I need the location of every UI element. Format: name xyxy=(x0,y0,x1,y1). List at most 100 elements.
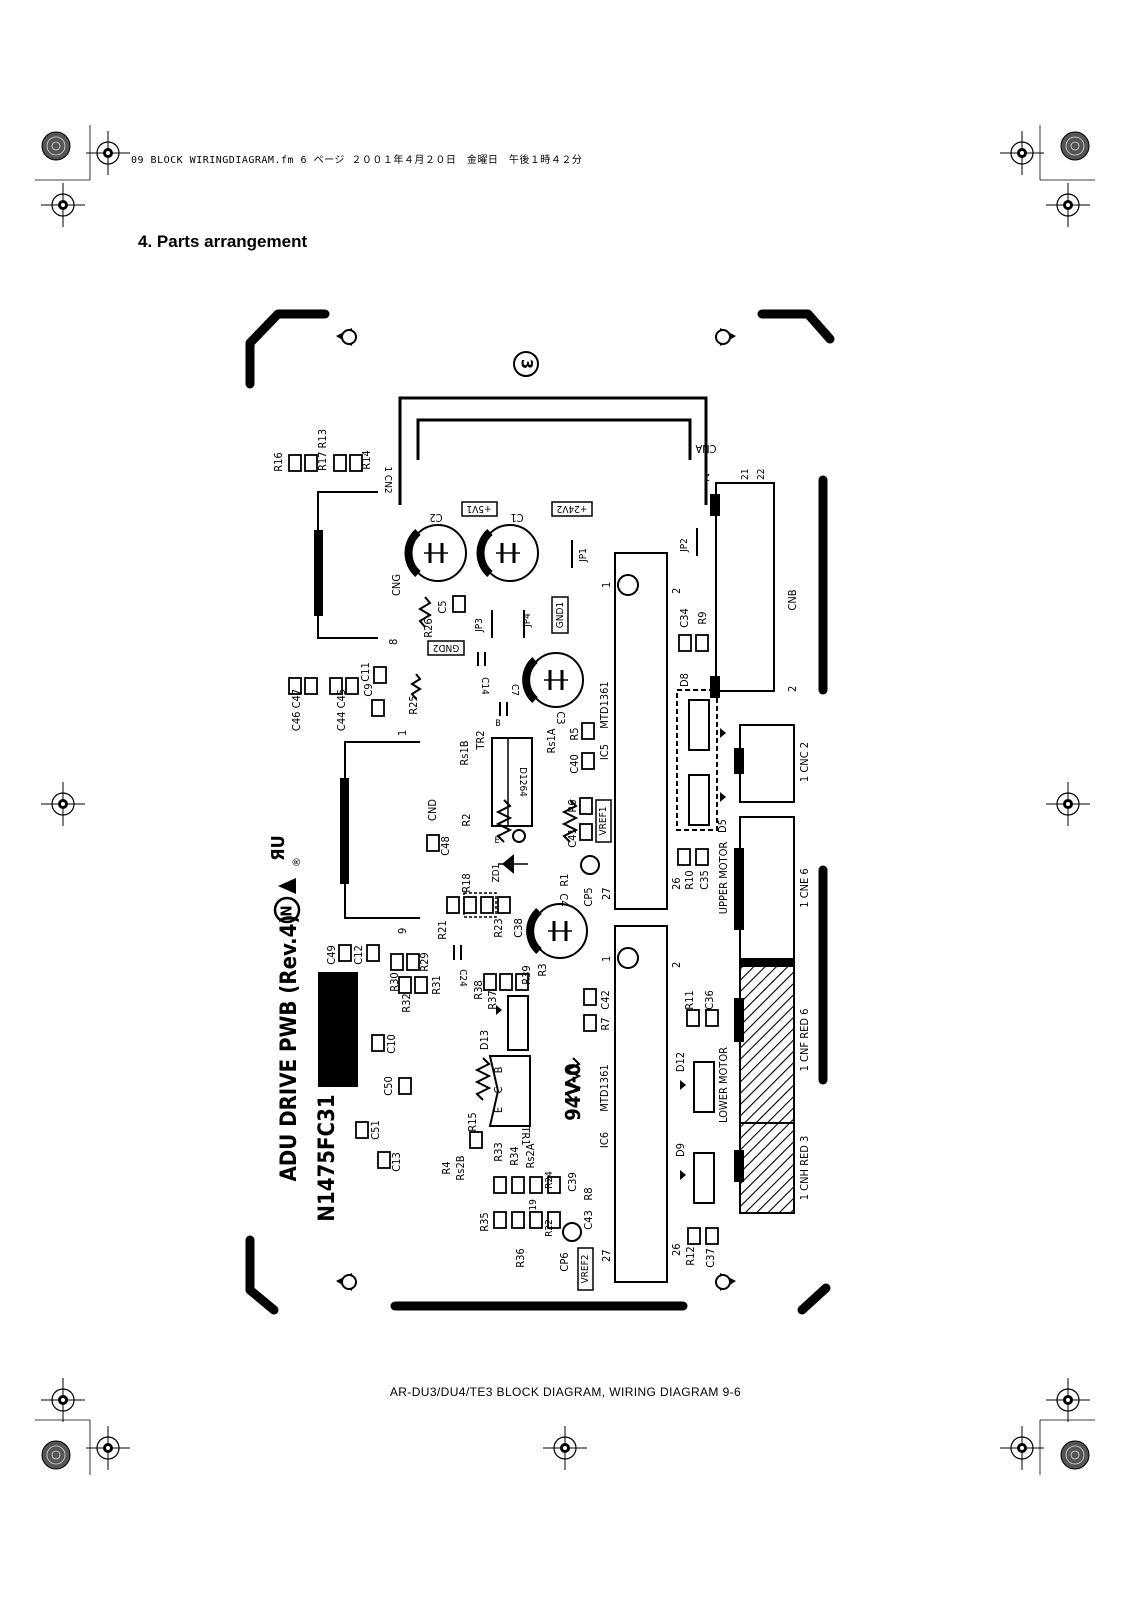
diode-d9 xyxy=(693,1152,715,1204)
label-plus24v2: +24V2 xyxy=(557,503,588,514)
registration-sun-icon xyxy=(41,131,71,161)
diode-d5 xyxy=(688,774,710,826)
label-c51: C51 xyxy=(369,1120,382,1140)
ceramic-cap-c24 xyxy=(453,945,462,960)
registration-cross-icon xyxy=(1045,781,1091,827)
ic5-pin1-mark xyxy=(617,574,639,596)
label-gnd2: GND2 xyxy=(433,642,459,653)
pad-c35 xyxy=(695,848,709,866)
label-r6: R6 xyxy=(566,799,579,812)
ic5-module xyxy=(614,552,668,910)
pad-c51 xyxy=(355,1121,369,1139)
label-tr2-b: B xyxy=(495,719,501,729)
label-c24: C24 xyxy=(457,969,468,987)
label-rs2b: Rs2B xyxy=(454,1155,467,1180)
label-cp6: CP6 xyxy=(558,1252,571,1271)
cnd-pin-1: 1 xyxy=(396,730,409,736)
circled-3-label: 3 xyxy=(518,359,537,369)
diode-arrow-icon xyxy=(720,728,726,738)
label-mtd1361-b: MTD1361 xyxy=(598,1064,611,1111)
board-outline xyxy=(245,309,835,1315)
ul-recognized-icon: ЯU xyxy=(268,835,289,861)
label-tr2: TR2 xyxy=(474,730,487,750)
registration-cross-icon xyxy=(1045,182,1091,228)
registration-cross-icon xyxy=(40,182,86,228)
label-c12: C12 xyxy=(352,945,365,965)
cnd-latch xyxy=(340,778,349,884)
cna-pin-2: 2 xyxy=(704,471,710,482)
pad-r7 xyxy=(583,1014,597,1032)
label-d1264: D1264 xyxy=(517,767,528,797)
pads-r5-c40-r6-c41 xyxy=(579,722,595,841)
label-c48: C48 xyxy=(439,836,452,856)
transistor-tr1 xyxy=(488,1055,531,1127)
ceramic-cap-c7 xyxy=(499,702,508,716)
pad-r9 xyxy=(695,634,709,652)
label-r3: R3 xyxy=(536,963,549,976)
label-c44-c45: C44 C45 xyxy=(335,689,348,731)
label-c7: C7 xyxy=(509,684,520,696)
label-c34: C34 xyxy=(678,608,691,628)
cnc-latch xyxy=(734,748,744,774)
circled-n-label: N xyxy=(278,905,296,916)
label-r2: R2 xyxy=(460,813,473,826)
label-vref2: VREF2 xyxy=(580,1255,591,1284)
board-name: ADU DRIVE PWB (Rev.4) xyxy=(277,915,302,1182)
label-r36: R36 xyxy=(514,1248,527,1267)
label-c5: C5 xyxy=(436,600,449,613)
label-r30: R30 xyxy=(388,972,401,991)
connector-cnc xyxy=(739,724,795,803)
testpoint-cp5 xyxy=(580,855,600,875)
ceramic-cap-c14 xyxy=(477,652,486,666)
capacitor-c4 xyxy=(526,903,588,959)
diode-d13 xyxy=(507,995,529,1051)
label-r4: R4 xyxy=(440,1161,453,1174)
capacitor-c1 xyxy=(476,524,539,582)
label-r32: R32 xyxy=(400,993,413,1012)
label-r29: R29 xyxy=(418,952,431,971)
label-c13: C13 xyxy=(390,1152,403,1172)
label-r12: R12 xyxy=(684,1246,697,1265)
label-c10: C10 xyxy=(385,1034,398,1054)
pad-r11 xyxy=(686,1009,700,1027)
label-rs2a: Rs2A xyxy=(524,1143,537,1168)
label-r38: R38 xyxy=(472,980,485,999)
label-r8: R8 xyxy=(582,1187,595,1200)
cnc-label: 1 CNC 2 xyxy=(798,742,811,782)
ic5-pin-2: 2 xyxy=(670,588,683,594)
circled-3-mark xyxy=(513,351,539,377)
label-c9: C9 xyxy=(362,683,375,696)
label-c37: C37 xyxy=(704,1248,717,1268)
label-jp3: JP3 xyxy=(474,618,485,633)
label-lower-motor: LOWER MOTOR xyxy=(717,1047,730,1123)
label-r26: R26 xyxy=(422,618,435,637)
circled-n-mark xyxy=(273,896,301,924)
file-header-line: 09 BLOCK WIRINGDIAGRAM.fm 6 ページ ２００１年４月２… xyxy=(131,155,583,166)
section-title: 4. Parts arrangement xyxy=(138,232,308,251)
label-upper-motor: UPPER MOTOR xyxy=(717,842,730,915)
cnb-pin-21: 21 xyxy=(740,469,751,480)
pad-r10 xyxy=(677,848,691,866)
diode-arrow-icon xyxy=(680,1170,686,1180)
capacitor-c3 xyxy=(522,652,584,708)
ic6-pin-1: 1 xyxy=(600,956,613,962)
label-d12: D12 xyxy=(674,1052,687,1072)
resistor-rs1a xyxy=(561,799,579,843)
warning-triangle-icon xyxy=(278,878,296,894)
connector-cne xyxy=(739,816,795,960)
ic6-module xyxy=(614,925,668,1283)
label-c38: C38 xyxy=(512,918,525,938)
label-r17-r13: R17 R13 xyxy=(316,429,329,471)
tr2-pin-ring xyxy=(512,829,526,843)
pad-c37 xyxy=(705,1227,719,1245)
cnb-pin-22: 22 xyxy=(756,469,767,480)
label-c43: C43 xyxy=(582,1210,595,1230)
diode-d12 xyxy=(693,1061,715,1113)
label-c40: C40 xyxy=(568,754,581,774)
pad-c13 xyxy=(377,1151,391,1169)
cng-latch xyxy=(314,530,323,616)
ic6-pin-2: 2 xyxy=(670,962,683,968)
testpoint-5v1-box xyxy=(461,501,498,517)
cnh-label: 1 CNH RED 3 xyxy=(798,1136,811,1201)
label-d5: D5 xyxy=(716,819,729,833)
